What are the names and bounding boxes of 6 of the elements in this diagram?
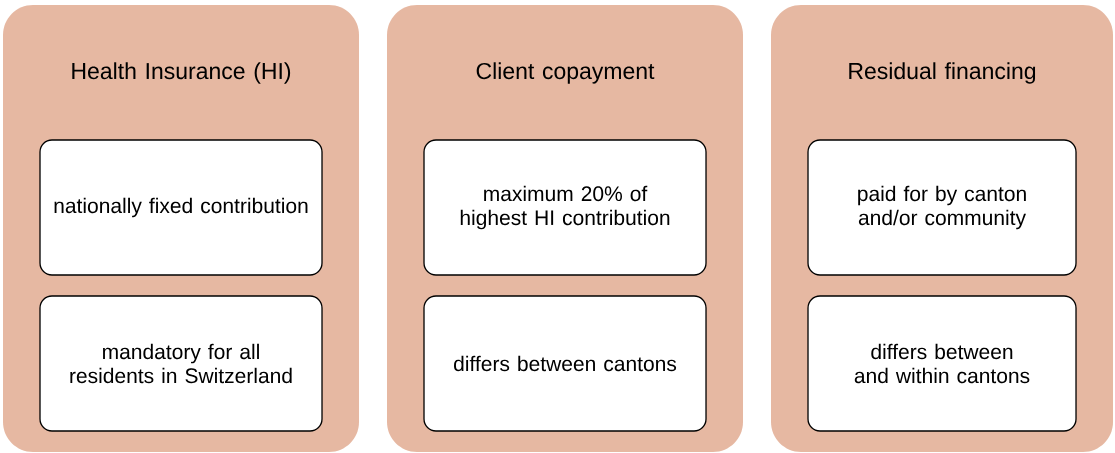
text-box: paid for by canton and/or community <box>807 139 1077 276</box>
text-box: nationally fixed contribution <box>39 139 323 276</box>
text-box: mandatory for all residents in Switzerland <box>39 295 323 432</box>
text-box: differs between cantons <box>423 295 707 432</box>
text-box: differs between and within cantons <box>807 295 1077 432</box>
text-box: maximum 20% of highest HI contribution <box>423 139 707 276</box>
